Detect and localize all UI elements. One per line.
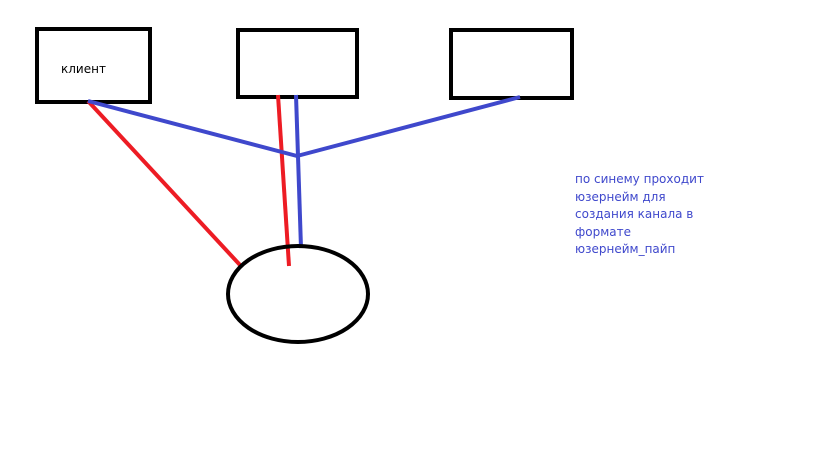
note-line: формате [575, 224, 631, 239]
client-label: клиент [61, 62, 106, 76]
note-line: по синему проходит [575, 172, 704, 186]
note-line: юзернейм для [575, 189, 666, 204]
note-line: создания канала в [575, 207, 694, 221]
note-line: юзернейм_пайп [575, 242, 676, 256]
right-box [449, 28, 574, 100]
middle-box [236, 28, 359, 99]
blue-line-right-to-junction [296, 95, 521, 158]
target-ellipse [226, 244, 370, 344]
blue-line-client-to-junction [87, 99, 298, 158]
blue-line-middle-to-ellipse [294, 94, 303, 249]
red-line-middle-to-ellipse [276, 94, 291, 267]
blue-line-note: по синему проходит юзернейм для создания… [575, 171, 735, 259]
red-line-client-to-ellipse [86, 99, 242, 267]
